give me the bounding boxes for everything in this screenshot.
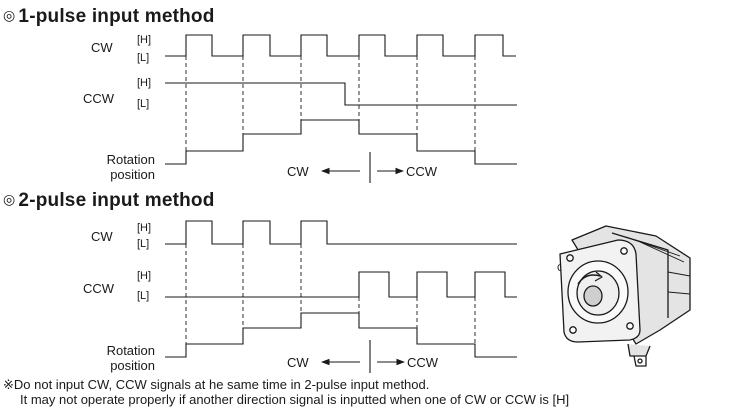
s2-rotation-waveform [165, 312, 517, 358]
section2-title-text: 2-pulse input method [18, 190, 215, 211]
s2-guides [185, 244, 476, 344]
stepper-motor-icon [559, 225, 691, 367]
s1-guides [185, 56, 476, 151]
s2-dir-cw: CW [287, 355, 309, 370]
s2-rotation-line2: position [110, 358, 155, 373]
double-circle-icon: ◎ [3, 7, 16, 23]
s2-ccw-label: CCW [83, 281, 115, 296]
s2-dir-ccw: CCW [407, 355, 439, 370]
s2-ccw-high: [H] [137, 270, 152, 282]
s1-rotation-waveform [165, 119, 517, 165]
note-line1: ※Do not input CW, CCW signals at he same… [3, 377, 430, 392]
s2-ccw-waveform [165, 271, 517, 298]
s1-cw-high: [H] [137, 34, 152, 46]
s2-rotation-label: Rotation position [65, 343, 155, 373]
s2-rotation-line1: Rotation [106, 343, 155, 358]
s2-cw-waveform [165, 220, 517, 245]
s1-ccw-label: CCW [83, 91, 115, 106]
s1-dir-ccw: CCW [406, 164, 438, 179]
s1-cw-label: CW [91, 40, 113, 55]
s1-cw-waveform [165, 34, 516, 57]
section2-title: ◎2-pulse input method [3, 190, 215, 212]
note-line2: It may not operate properly if another d… [20, 392, 570, 407]
s2-cw-high: [H] [137, 222, 152, 234]
section1-title-text: 1-pulse input method [18, 6, 215, 27]
s1-cw-low: [L] [137, 52, 150, 64]
s1-rotation-line1: Rotation [106, 152, 155, 167]
s2-cw-low: [L] [137, 238, 150, 250]
s1-ccw-low: [L] [137, 98, 150, 110]
s2-ccw-low: [L] [137, 290, 150, 302]
s1-rotation-label: Rotation position [65, 152, 155, 182]
s2-cw-label: CW [91, 229, 113, 244]
s1-ccw-high: [H] [137, 77, 152, 89]
s1-rotation-line2: position [110, 167, 155, 182]
double-circle-icon: ◎ [3, 191, 16, 207]
s1-ccw-waveform [165, 82, 517, 106]
s1-dir-cw: CW [287, 164, 309, 179]
section1-title: ◎1-pulse input method [3, 6, 215, 28]
